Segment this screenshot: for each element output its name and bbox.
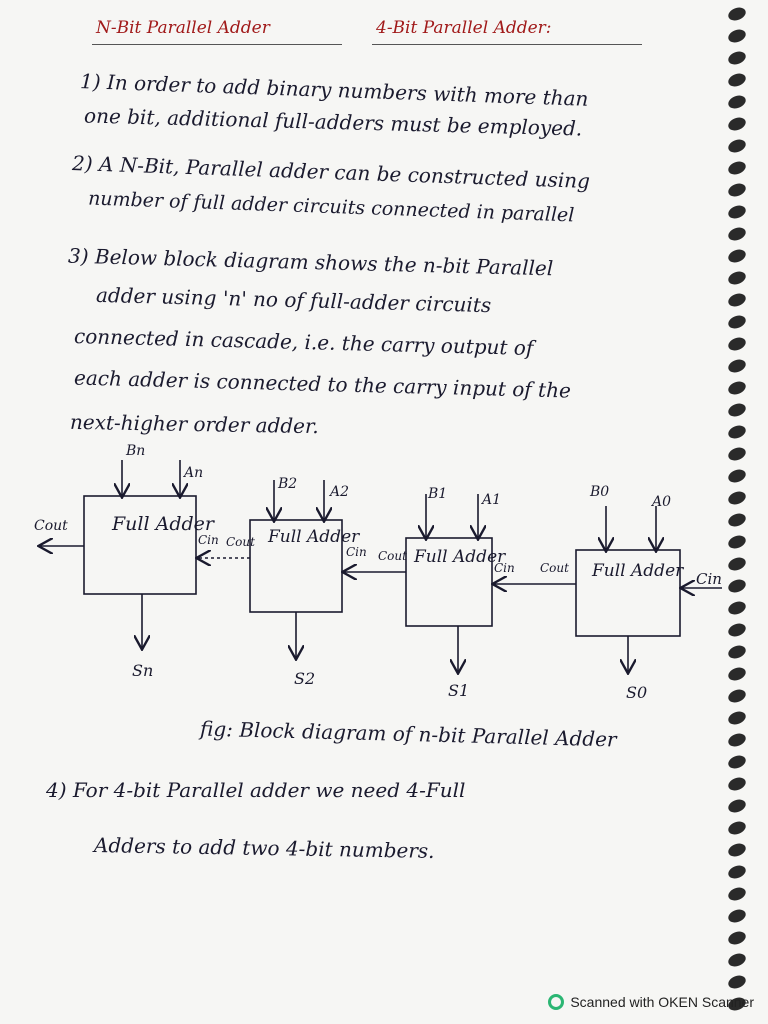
heading-4-bit: 4-Bit Parallel Adder: [376,18,552,38]
text-line: 2) A N-Bit, Parallel adder can be constr… [71,150,591,194]
block-diagram: Full Adder Bn An Sn Cin Cout Full Adder … [0,440,768,720]
spiral-hole [726,159,748,177]
spiral-hole [726,181,748,199]
block-0-a-label: A0 [650,494,671,510]
block-2-label: Full Adder [267,527,360,547]
spiral-hole [726,841,748,859]
block-n-a-label: An [182,465,203,481]
block-2-b-label: B2 [277,476,297,492]
block-2-sum-label: S2 [294,669,315,688]
spiral-hole [726,49,748,67]
spiral-hole [726,137,748,155]
spiral-hole [726,291,748,309]
spiral-hole [726,203,748,221]
spiral-hole [726,269,748,287]
block-1-cout-label: Cout [378,549,407,563]
text-line: one bit, additional full-adders must be … [83,103,583,141]
spiral-hole [726,71,748,89]
block-2-cin-label: Cin [346,545,367,559]
left-cout-label: Cout [34,518,68,534]
text-line: next-higher order adder. [69,409,319,439]
spiral-hole [726,225,748,243]
text-line: 3) Below block diagram shows the n-bit P… [67,243,554,281]
text-line: adder using 'n' no of full-adder circuit… [95,282,492,318]
text-line: each adder is connected to the carry inp… [73,365,572,403]
block-n-cin-label: Cin [198,533,219,547]
scanner-watermark: Scanned with OKEN Scanner [548,994,754,1010]
spiral-hole [726,115,748,133]
spiral-hole [726,423,748,441]
spiral-hole [726,335,748,353]
block-0-label: Full Adder [591,561,684,581]
block-n-label: Full Adder [111,513,216,535]
spiral-hole [726,357,748,375]
spiral-hole [726,907,748,925]
block-diagram-svg: Full Adder Bn An Sn Cin Cout Full Adder … [34,443,722,702]
spiral-hole [726,313,748,331]
block-1-a-label: A1 [480,492,501,508]
spiral-hole [726,819,748,837]
block-0-b-label: B0 [589,484,609,500]
heading-n-bit: N-Bit Parallel Adder [96,18,270,38]
spiral-hole [726,973,748,991]
spiral-hole [726,885,748,903]
spiral-hole [726,929,748,947]
spiral-hole [726,731,748,749]
spiral-hole [726,247,748,265]
spiral-hole [726,775,748,793]
block-n-b-label: Bn [125,443,145,459]
block-1-b-label: B1 [427,486,447,502]
scanner-text: Scanned with OKEN Scanner [570,994,754,1010]
heading-underline-right [372,44,642,45]
heading-underline-left [92,44,342,45]
spiral-hole [726,797,748,815]
block-1-sum-label: S1 [448,681,469,700]
spiral-hole [726,951,748,969]
spiral-hole [726,5,748,23]
block-1-label: Full Adder [413,547,506,567]
right-cin-label: Cin [696,570,722,588]
block-0-sum-label: S0 [626,683,647,702]
full-adder-block-n [83,495,197,595]
block-2-cout-label: Cout [226,535,255,549]
figure-caption: fig: Block diagram of n-bit Parallel Add… [199,716,617,752]
text-line: connected in cascade, i.e. the carry out… [73,323,534,361]
scanner-logo-icon [548,994,565,1010]
point-4-line-2: Adders to add two 4-bit numbers. [93,833,435,863]
spiral-hole [726,401,748,419]
block-1-cin-label: Cin [494,561,515,575]
spiral-hole [726,379,748,397]
text-line: number of full adder circuits connected … [87,187,575,227]
spiral-hole [726,753,748,771]
spiral-hole [726,863,748,881]
point-4-line-1: 4) For 4-bit Parallel adder we need 4-Fu… [46,778,466,802]
block-0-cout-label: Cout [540,561,569,575]
block-n-sum-label: Sn [132,661,153,680]
spiral-hole [726,93,748,111]
block-2-a-label: A2 [328,484,349,500]
spiral-hole [726,27,748,45]
